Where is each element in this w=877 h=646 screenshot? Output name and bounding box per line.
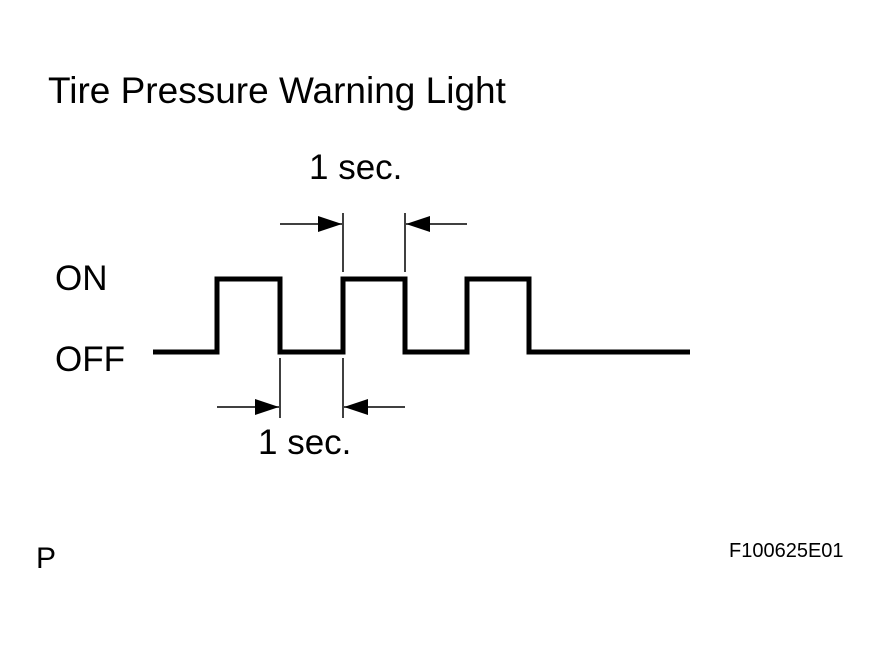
section-marker: P [36,542,57,575]
off-duration-label: 1 sec. [258,423,352,462]
arrowhead-icon [406,216,430,232]
signal-waveform [153,276,690,355]
arrowhead-icon [344,399,368,415]
arrowhead-icon [255,399,279,415]
state-label-off: OFF [55,340,125,379]
arrowhead-icon [318,216,342,232]
on-period-dimension [280,213,467,272]
on-duration-label: 1 sec. [309,148,403,187]
figure-id: F100625E01 [729,540,844,562]
state-label-on: ON [55,259,108,298]
off-period-dimension [217,358,405,418]
diagram-title: Tire Pressure Warning Light [48,70,506,111]
